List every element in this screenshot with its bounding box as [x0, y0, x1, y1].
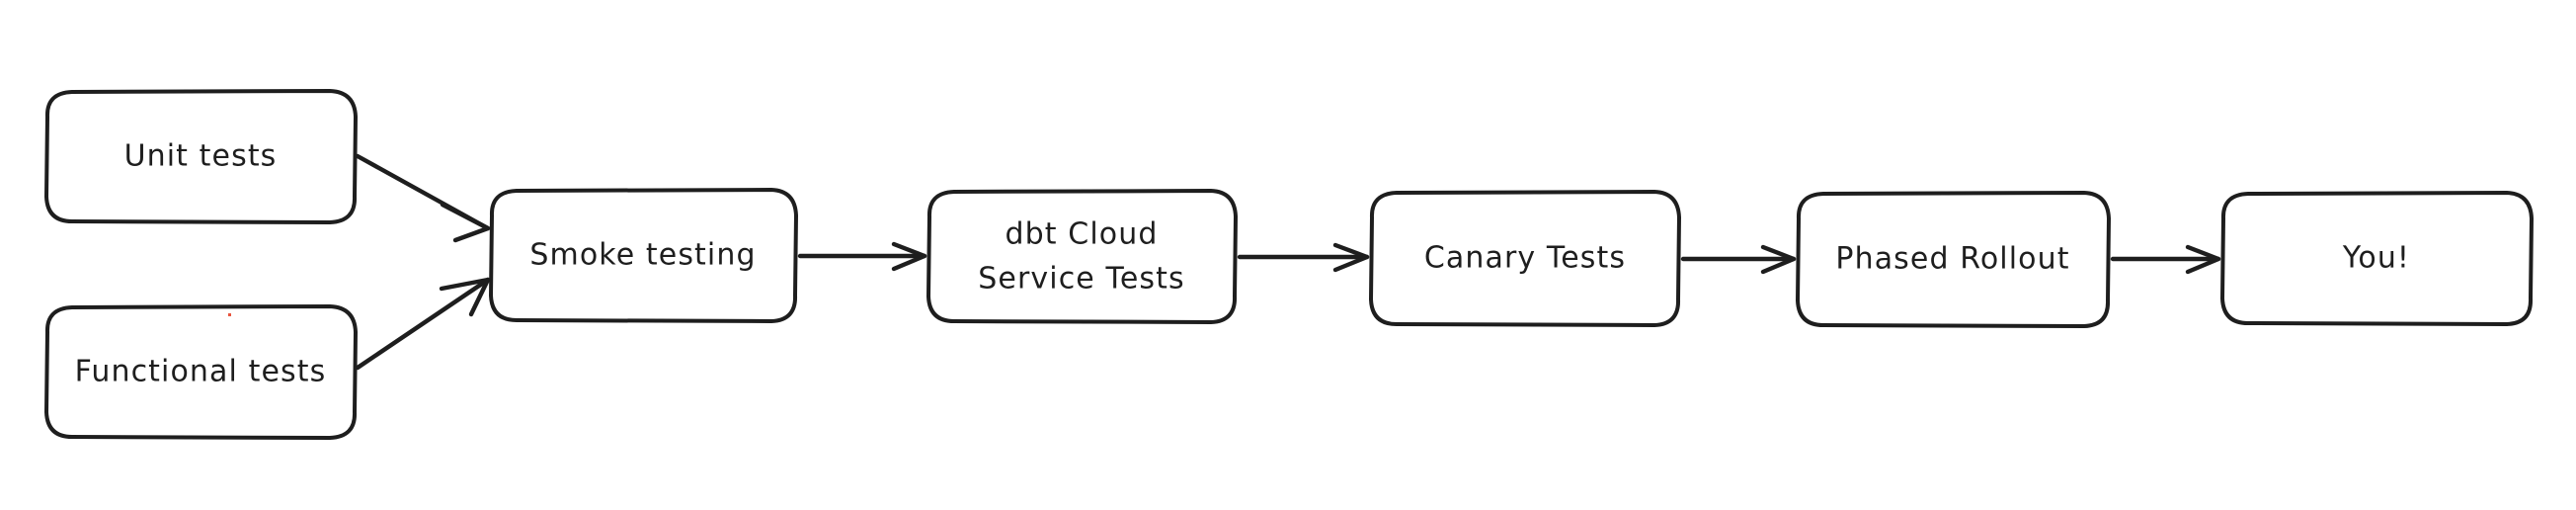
node-smoke-testing-label: Smoke testing — [529, 238, 756, 273]
node-you-label: You! — [2342, 241, 2410, 276]
edge-unit-to-smoke-arrowhead — [440, 202, 491, 243]
node-dbt-cloud-service-tests[interactable]: dbt Cloud Service Tests — [926, 189, 1238, 324]
edge-unit-to-smoke[interactable] — [355, 153, 491, 243]
node-phased-rollout-shape — [1796, 191, 2111, 328]
edge-functional-to-smoke-line — [355, 277, 491, 371]
stray-red-pixel-artifact — [228, 313, 231, 316]
node-smoke-testing[interactable]: Smoke testing — [489, 188, 798, 323]
edge-functional-to-smoke-arrowhead — [439, 277, 491, 317]
edge-smoke-to-dbt[interactable] — [797, 241, 927, 272]
edge-phased-to-you[interactable] — [2110, 244, 2221, 275]
node-phased-rollout-label: Phased Rollout — [1835, 242, 2069, 277]
node-functional-tests-label: Functional tests — [75, 355, 327, 389]
node-smoke-testing-shape — [489, 188, 798, 323]
node-canary-tests-shape — [1369, 190, 1681, 327]
edge-dbt-to-canary[interactable] — [1237, 242, 1370, 273]
node-unit-tests-shape — [44, 89, 358, 224]
edge-canary-to-phased[interactable] — [1680, 244, 1797, 275]
node-dbt-cloud-service-tests-label-line2: Service Tests — [978, 262, 1184, 297]
edge-phased-to-you-arrowhead — [2185, 244, 2221, 275]
node-dbt-cloud-service-tests-shape — [926, 189, 1238, 324]
edge-dbt-to-canary-arrowhead — [1332, 242, 1370, 273]
node-functional-tests-shape — [44, 304, 358, 440]
node-unit-tests[interactable]: Unit tests — [44, 89, 358, 224]
node-functional-tests[interactable]: Functional tests — [44, 304, 358, 440]
node-you[interactable]: You! — [2220, 191, 2534, 326]
node-unit-tests-label: Unit tests — [124, 139, 278, 174]
edge-smoke-to-dbt-arrowhead — [891, 241, 927, 272]
edge-canary-to-phased-arrowhead — [1760, 244, 1797, 275]
node-canary-tests[interactable]: Canary Tests — [1369, 190, 1681, 327]
node-phased-rollout[interactable]: Phased Rollout — [1796, 191, 2111, 328]
edge-functional-to-smoke[interactable] — [355, 277, 491, 371]
node-you-shape — [2220, 191, 2534, 326]
node-canary-tests-label: Canary Tests — [1424, 241, 1626, 276]
node-dbt-cloud-service-tests-label-line1: dbt Cloud — [1006, 217, 1159, 252]
